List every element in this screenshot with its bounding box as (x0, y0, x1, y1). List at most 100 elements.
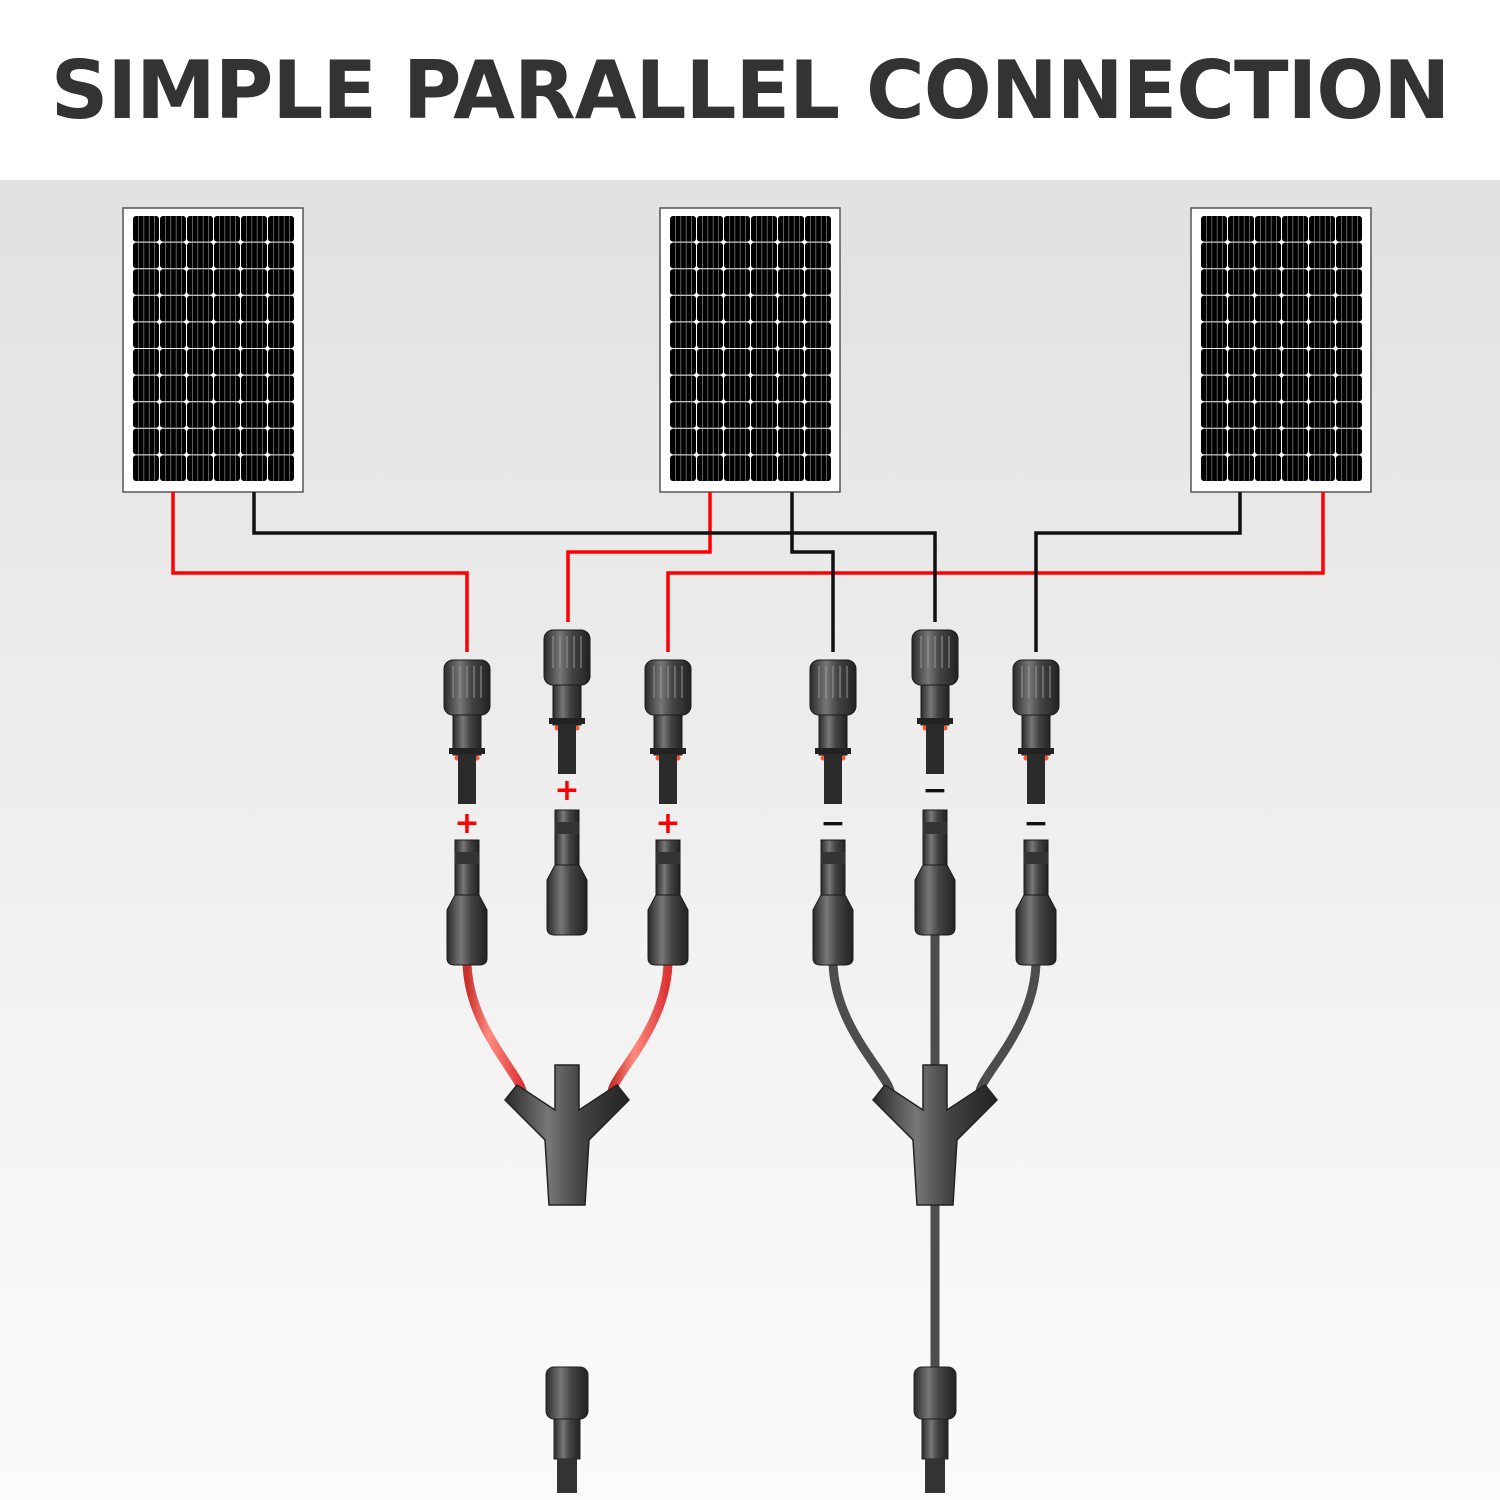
branch-cable-right (607, 959, 673, 1097)
connector-housing (914, 864, 956, 936)
solar-cell (241, 242, 267, 269)
negative-polarity-label: − (820, 806, 845, 841)
solar-cell (1336, 322, 1362, 348)
solar-cell (133, 375, 159, 402)
solar-cell (241, 455, 267, 481)
solar-cell (1255, 322, 1281, 348)
solar-cell (1255, 295, 1281, 322)
solar-cell (1201, 322, 1227, 348)
positive-connector-bottom-3 (647, 839, 689, 966)
solar-cell (241, 349, 267, 375)
solar-cell (241, 428, 267, 455)
solar-cell (1255, 349, 1281, 375)
solar-cell (1282, 428, 1308, 455)
solar-cell (268, 295, 294, 322)
solar-cell (1228, 322, 1254, 348)
solar-cell (805, 216, 831, 242)
solar-cell (1201, 216, 1227, 242)
output-connector (545, 1366, 589, 1420)
solar-cell (268, 455, 294, 481)
negative-connector-bottom-2 (914, 809, 956, 936)
solar-cell (160, 269, 186, 295)
solar-cell (724, 322, 750, 348)
solar-cell (778, 375, 804, 402)
solar-panel-2 (659, 207, 841, 493)
negative-wire (252, 492, 937, 622)
solar-cell (214, 269, 240, 295)
solar-cell (805, 269, 831, 295)
solar-cell (1309, 375, 1335, 402)
solar-cell (697, 375, 723, 402)
solar-cell (1309, 295, 1335, 322)
solar-cell (1201, 428, 1227, 455)
output-connector-tip (921, 1418, 949, 1460)
solar-cell (1309, 322, 1335, 348)
connector-socket (655, 839, 681, 896)
connector-socket (922, 809, 948, 866)
solar-cell (1309, 269, 1335, 295)
solar-cell (214, 375, 240, 402)
solar-cell (1336, 455, 1362, 481)
solar-cell (160, 428, 186, 455)
solar-cell (1201, 242, 1227, 269)
solar-cell (133, 322, 159, 348)
solar-cell (805, 295, 831, 322)
connector-pin (926, 724, 944, 774)
solar-cell (751, 402, 777, 428)
solar-cell (160, 402, 186, 428)
solar-cell (160, 295, 186, 322)
branch-cable-left (828, 959, 895, 1097)
positive-polarity-label: + (655, 806, 680, 841)
solar-cell (1255, 269, 1281, 295)
socket-ring (923, 822, 947, 834)
solar-cell (1336, 375, 1362, 402)
solar-cell (697, 216, 723, 242)
solar-cell (724, 242, 750, 269)
negative-wire (1034, 492, 1242, 652)
output-connector-pin (557, 1459, 577, 1493)
y-branch-connector (871, 1064, 999, 1206)
connector-pin (558, 724, 576, 774)
solar-cell (697, 428, 723, 455)
negative-connector-bottom-3 (1015, 839, 1057, 966)
y-branch-connector (503, 1064, 631, 1206)
solar-cell (241, 322, 267, 348)
connector-socket (454, 839, 480, 896)
solar-cell (268, 349, 294, 375)
solar-cell (1201, 349, 1227, 375)
negative-connector-bottom-1 (812, 839, 854, 966)
solar-cell (187, 269, 213, 295)
solar-cell (187, 242, 213, 269)
solar-cell (670, 455, 696, 481)
solar-cell (751, 455, 777, 481)
solar-cell (241, 295, 267, 322)
solar-cell (1201, 269, 1227, 295)
positive-connector-top-3 (644, 659, 692, 804)
solar-cell (778, 242, 804, 269)
solar-cell (670, 295, 696, 322)
solar-cell (1282, 349, 1308, 375)
socket-ring (821, 852, 845, 864)
solar-cell (1201, 402, 1227, 428)
solar-cell (751, 322, 777, 348)
connector-housing (812, 894, 854, 966)
positive-connector-top-1 (443, 659, 491, 804)
solar-cell (1228, 242, 1254, 269)
solar-cell (670, 216, 696, 242)
negative-connector-top-2 (911, 629, 959, 774)
positive-polarity-label: + (554, 773, 579, 808)
solar-cell (1282, 295, 1308, 322)
solar-cell (724, 295, 750, 322)
connector-housing (647, 894, 689, 966)
connector-latch (650, 748, 686, 754)
negative-polarity-label: − (1023, 806, 1048, 841)
solar-cell (670, 402, 696, 428)
solar-cell (1255, 455, 1281, 481)
connector-latch (917, 718, 953, 724)
solar-cell (670, 322, 696, 348)
solar-panel-1 (122, 207, 304, 493)
solar-cell (1309, 349, 1335, 375)
solar-cell (805, 349, 831, 375)
socket-ring (555, 822, 579, 834)
solar-cell (133, 428, 159, 455)
